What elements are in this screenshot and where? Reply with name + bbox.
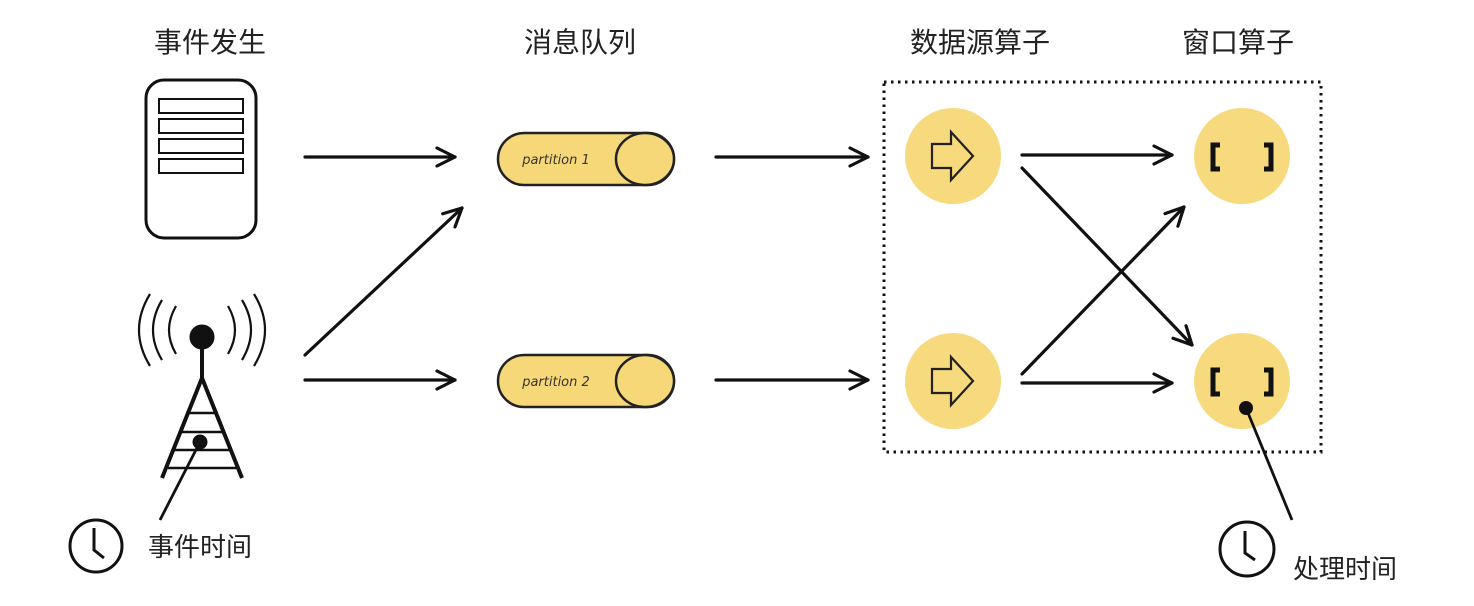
- processing-time-label: 处理时间: [1293, 555, 1397, 585]
- source-arrow-icon: [930, 354, 975, 408]
- title-window-operator: 窗口算子: [1182, 26, 1294, 59]
- partition-2: partition 2: [496, 353, 676, 409]
- event-time-clock-icon: [68, 518, 124, 574]
- window-operator-2: [1194, 333, 1290, 429]
- title-message-queue: 消息队列: [524, 26, 636, 59]
- arrow-antenna-to-partition-1: [303, 206, 464, 357]
- partition-1: partition 1: [496, 131, 676, 187]
- window-operator-1: [1194, 108, 1290, 204]
- window-bracket-icon: [1210, 142, 1274, 172]
- window-bracket-icon: [1210, 367, 1274, 397]
- operator-group-box: [882, 80, 1323, 454]
- processing-time-clock-icon: [1218, 520, 1276, 578]
- title-event-occurrence: 事件发生: [154, 26, 266, 59]
- server-icon: [144, 78, 258, 240]
- event-time-label: 事件时间: [148, 533, 252, 563]
- processing-time-pointer: [1244, 407, 1294, 521]
- source-operator-1: [905, 108, 1001, 204]
- arrow-source-2-to-window-1: [1020, 205, 1186, 376]
- title-source-operator: 数据源算子: [910, 26, 1050, 59]
- source-arrow-icon: [930, 129, 975, 183]
- antenna-tower-icon: [138, 293, 266, 521]
- partition-2-label: partition 2: [521, 375, 590, 390]
- source-operator-2: [905, 333, 1001, 429]
- partition-1-label: partition 1: [521, 153, 590, 168]
- arrow-source-1-to-window-2: [1020, 166, 1194, 347]
